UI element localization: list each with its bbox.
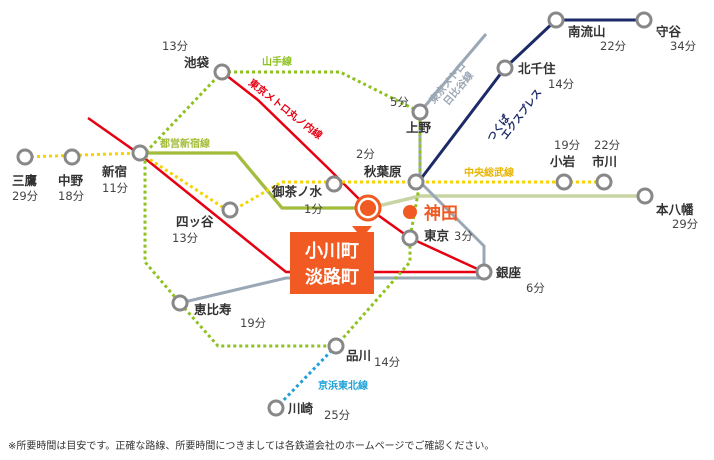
marunouchi-line-west	[87, 116, 484, 274]
yamanote-line	[143, 70, 422, 348]
station-ginza-dot[interactable]	[475, 263, 493, 281]
kitasenju-name: 北千住	[518, 61, 556, 76]
ikebukuro-time: 13分	[162, 39, 189, 53]
nakano-name: 中野	[58, 173, 84, 188]
station-ichikawa-dot[interactable]	[595, 173, 613, 191]
kawasaki-time: 25分	[324, 408, 351, 422]
ochanomizu-time: 1分	[304, 202, 323, 216]
station-kawasaki-dot[interactable]	[267, 399, 285, 417]
ebisu-name: 恵比寿	[194, 302, 232, 317]
marunouchi-line	[221, 71, 485, 274]
ichikawa-time: 22分	[594, 138, 621, 152]
tokyo-time: 3分	[454, 229, 473, 243]
koiwa-name: 小岩	[549, 154, 576, 169]
tokyo-name: 東京	[424, 228, 450, 243]
ikebukuro-name: 池袋	[184, 55, 210, 70]
motoyawata-name: 本八幡	[656, 202, 694, 217]
station-akihabara-dot[interactable]	[407, 173, 425, 191]
station-ueno-dot[interactable]	[411, 103, 429, 121]
kanda-marker[interactable]	[403, 205, 417, 219]
ogawamachi-label-1: 小川町	[305, 241, 359, 262]
ginza-name: 銀座	[495, 265, 522, 280]
moriya-time: 34分	[670, 39, 697, 53]
hibiya-line-south	[179, 276, 484, 305]
station-yotsuya-dot[interactable]	[221, 201, 239, 219]
station-motoyawata-dot[interactable]	[636, 187, 654, 205]
station-markers	[16, 11, 654, 417]
station-koiwa-dot[interactable]	[555, 173, 573, 191]
mitaka-name: 三鷹	[12, 173, 38, 188]
station-ebisu-dot[interactable]	[171, 294, 189, 312]
keihin-label: 京浜東北線	[318, 379, 368, 392]
station-moriya-dot[interactable]	[635, 11, 653, 29]
shinjuku-name: 新宿	[102, 164, 127, 179]
ebisu-time: 19分	[240, 316, 267, 330]
kawasaki-name: 川崎	[287, 401, 314, 416]
station-mitaka-dot[interactable]	[16, 148, 34, 166]
shinagawa-name: 品川	[346, 348, 371, 363]
yamanote-label: 山手線	[262, 55, 292, 68]
tsukuba-label-2: エクスプレス	[498, 86, 544, 142]
keihin-tohoku-line	[274, 344, 338, 410]
chuo-sobu-line-east	[139, 151, 231, 214]
ichikawa-name: 市川	[592, 154, 617, 169]
kitasenju-time: 14分	[548, 77, 575, 91]
chuo-sobu-line	[24, 151, 141, 159]
akihabara-name: 秋葉原	[364, 164, 402, 179]
station-shinagawa-dot[interactable]	[327, 337, 345, 355]
yotsuya-name: 四ッ谷	[176, 214, 214, 229]
koiwa-time: 19分	[554, 138, 581, 152]
ogawamachi-label-2: 淡路町	[305, 266, 359, 288]
ogawamachi-marker-inner	[360, 200, 376, 216]
shinagawa-time: 14分	[374, 355, 401, 369]
ogawamachi-callout	[290, 232, 374, 294]
ueno-time: 5分	[390, 95, 409, 109]
moriya-name: 守谷	[656, 24, 682, 39]
marunouchi-label: 東京メトロ丸ノ内線	[246, 76, 325, 142]
footer-note: ※所要時間は目安です。正確な路線、所要時間につきましては各鉄道会社のホームページ…	[8, 441, 495, 452]
chuo-sobu-label: 中央総武線	[464, 166, 514, 179]
minaminagareyama-time: 22分	[600, 39, 627, 53]
toei-shinjuku-label: 都営新宿線	[159, 137, 210, 150]
station-minaminagareyama-dot[interactable]	[547, 11, 565, 29]
minaminagareyama-name: 南流山	[568, 24, 606, 39]
nakano-time: 18分	[58, 189, 85, 203]
kanda-label: 神田	[424, 203, 458, 224]
station-nakano-dot[interactable]	[63, 148, 81, 166]
shinjuku-time: 11分	[102, 181, 129, 195]
mitaka-time: 29分	[12, 189, 39, 203]
station-tokyo-dot[interactable]	[401, 229, 419, 247]
station-ochanomizu-dot[interactable]	[325, 175, 343, 193]
yotsuya-time: 13分	[172, 231, 199, 245]
toei-shinjuku-line	[140, 151, 368, 210]
station-shinjuku-dot[interactable]	[131, 144, 149, 162]
chuo-sobu-line-mid	[229, 180, 604, 214]
ueno-name: 上野	[406, 120, 432, 135]
ochanomizu-name: 御茶ノ水	[271, 184, 323, 199]
station-ikebukuro-dot[interactable]	[213, 63, 231, 81]
akihabara-time: 2分	[356, 147, 375, 161]
ginza-time: 6分	[526, 281, 545, 295]
motoyawata-time: 29分	[672, 217, 699, 231]
station-kitasenju-dot[interactable]	[496, 59, 514, 77]
